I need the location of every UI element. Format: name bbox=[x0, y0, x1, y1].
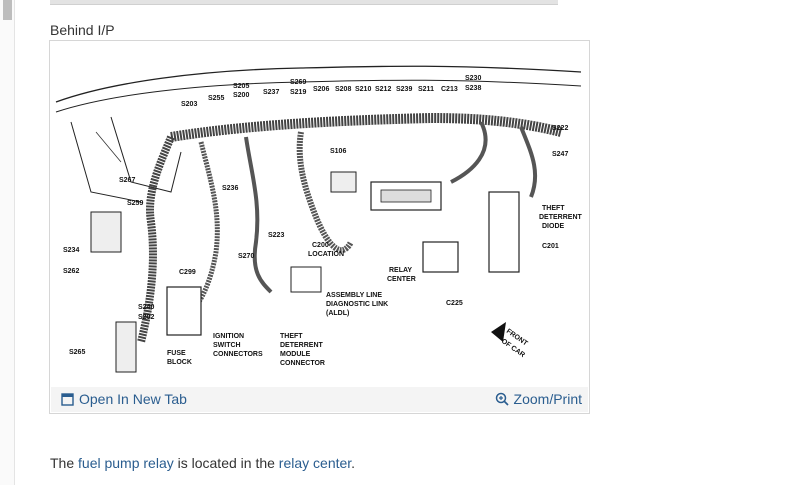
svg-text:MODULE: MODULE bbox=[280, 351, 311, 358]
svg-text:S265: S265 bbox=[69, 349, 85, 356]
svg-text:S259: S259 bbox=[127, 200, 143, 207]
open-new-tab-label: Open In New Tab bbox=[79, 391, 187, 407]
svg-text:S202: S202 bbox=[138, 314, 154, 321]
svg-text:ASSEMBLY LINE: ASSEMBLY LINE bbox=[326, 292, 382, 299]
svg-text:S236: S236 bbox=[222, 185, 238, 192]
svg-text:RELAY: RELAY bbox=[389, 267, 412, 274]
svg-text:S203: S203 bbox=[181, 101, 197, 108]
svg-text:S230: S230 bbox=[465, 75, 481, 82]
svg-text:THEFT: THEFT bbox=[280, 333, 303, 340]
zoom-icon bbox=[495, 392, 509, 406]
svg-text:S255: S255 bbox=[208, 95, 224, 102]
left-scrollbar[interactable] bbox=[0, 0, 15, 485]
svg-text:DIAGNOSTIC LINK: DIAGNOSTIC LINK bbox=[326, 301, 388, 308]
svg-text:CENTER: CENTER bbox=[387, 276, 416, 283]
svg-text:S208: S208 bbox=[335, 86, 351, 93]
svg-text:(ALDL): (ALDL) bbox=[326, 310, 349, 317]
svg-text:S222: S222 bbox=[552, 125, 568, 132]
svg-text:S240: S240 bbox=[138, 304, 154, 311]
svg-text:C225: C225 bbox=[446, 300, 463, 307]
svg-text:CONNECTORS: CONNECTORS bbox=[213, 351, 263, 358]
svg-text:C201: C201 bbox=[542, 243, 559, 250]
text-prefix: The bbox=[50, 455, 79, 471]
text-suffix: . bbox=[351, 455, 356, 471]
svg-text:S200: S200 bbox=[233, 92, 249, 99]
relay-center-link[interactable]: relay center bbox=[278, 455, 352, 471]
zoom-print-link[interactable]: Zoom/Print bbox=[495, 391, 582, 407]
svg-text:DETERRENT: DETERRENT bbox=[280, 342, 324, 349]
svg-text:S262: S262 bbox=[63, 268, 79, 275]
svg-text:S205: S205 bbox=[233, 83, 249, 90]
zoom-print-label: Zoom/Print bbox=[513, 391, 582, 407]
svg-text:S247: S247 bbox=[552, 151, 568, 158]
svg-text:S206: S206 bbox=[313, 86, 329, 93]
svg-text:S223: S223 bbox=[268, 232, 284, 239]
image-caption: Behind I/P bbox=[50, 22, 115, 38]
svg-text:FUSE: FUSE bbox=[167, 350, 186, 357]
fuel-pump-relay-link[interactable]: fuel pump relay bbox=[78, 455, 174, 471]
image-toolbar: Open In New Tab Zoom/Print bbox=[51, 387, 588, 412]
svg-text:DETERRENT: DETERRENT bbox=[539, 214, 583, 221]
scroll-thumb[interactable] bbox=[3, 0, 12, 20]
svg-text:S234: S234 bbox=[63, 247, 79, 254]
svg-text:S270: S270 bbox=[238, 253, 254, 260]
svg-text:S269: S269 bbox=[290, 79, 306, 86]
svg-text:C299: C299 bbox=[179, 269, 196, 276]
answer-text: The fuel pump relay is located in the re… bbox=[50, 455, 355, 471]
svg-text:SWITCH: SWITCH bbox=[213, 342, 241, 349]
svg-text:S106: S106 bbox=[330, 148, 346, 155]
svg-text:BLOCK: BLOCK bbox=[167, 359, 192, 366]
image-viewer: S205 S200 S255 S237 S203 S269 S219 S206 … bbox=[49, 40, 590, 414]
svg-text:S210: S210 bbox=[355, 86, 371, 93]
svg-text:S238: S238 bbox=[465, 85, 481, 92]
svg-text:DIODE: DIODE bbox=[542, 223, 565, 230]
svg-text:S237: S237 bbox=[263, 89, 279, 96]
svg-text:S239: S239 bbox=[396, 86, 412, 93]
svg-text:LOCATION: LOCATION bbox=[308, 251, 344, 258]
svg-text:CONNECTOR: CONNECTOR bbox=[280, 360, 325, 367]
text-middle: is located in the bbox=[173, 455, 279, 471]
svg-text:C200: C200 bbox=[312, 242, 329, 249]
wiring-diagram[interactable]: S205 S200 S255 S237 S203 S269 S219 S206 … bbox=[51, 42, 589, 388]
open-new-tab-link[interactable]: Open In New Tab bbox=[61, 391, 187, 407]
svg-text:S219: S219 bbox=[290, 89, 306, 96]
svg-text:S267: S267 bbox=[119, 177, 135, 184]
svg-text:IGNITION: IGNITION bbox=[213, 333, 244, 340]
open-tab-icon bbox=[61, 392, 74, 406]
svg-text:S212: S212 bbox=[375, 86, 391, 93]
svg-text:S211: S211 bbox=[418, 86, 434, 93]
svg-text:C213: C213 bbox=[441, 86, 458, 93]
svg-text:THEFT: THEFT bbox=[542, 205, 565, 212]
top-divider bbox=[50, 0, 558, 5]
